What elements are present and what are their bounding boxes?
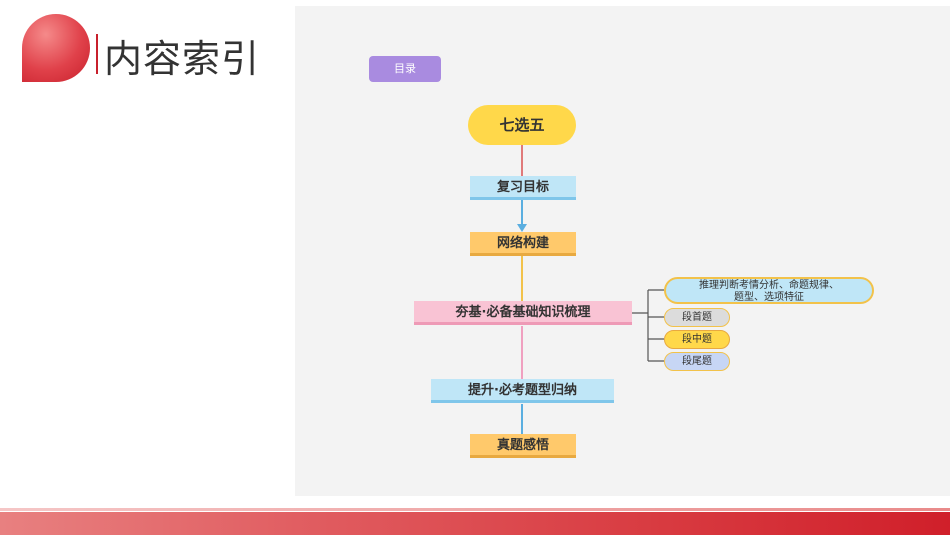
- node-practice[interactable]: 真题感悟: [470, 434, 576, 458]
- branch-analysis-line2: 题型、选项特征: [734, 292, 804, 303]
- branch-first-para[interactable]: 段首题: [664, 308, 730, 327]
- header-divider: [96, 34, 98, 74]
- branch-analysis[interactable]: 推理判断考情分析、命题规律、 题型、选项特征: [664, 277, 874, 304]
- node-improve[interactable]: 提升·必考题型归纳: [431, 379, 614, 403]
- node-foundation[interactable]: 夯基·必备基础知识梳理: [414, 301, 632, 325]
- mindmap-root-node[interactable]: 七选五: [468, 105, 576, 145]
- node-network[interactable]: 网络构建: [470, 232, 576, 256]
- toc-badge[interactable]: 目录: [369, 56, 441, 82]
- branch-end-para[interactable]: 段尾题: [664, 352, 730, 371]
- footer-band: [0, 508, 950, 535]
- arrow-head: [517, 224, 527, 232]
- page-title: 内容索引: [104, 37, 261, 81]
- connector-branch-bracket: [632, 289, 664, 362]
- branch-mid-para[interactable]: 段中题: [664, 330, 730, 349]
- branch-analysis-line1: 推理判断考情分析、命题规律、: [699, 280, 839, 291]
- header-logo-shape: [22, 14, 90, 82]
- node-review-goal[interactable]: 复习目标: [470, 176, 576, 200]
- mindmap-panel: [295, 6, 950, 496]
